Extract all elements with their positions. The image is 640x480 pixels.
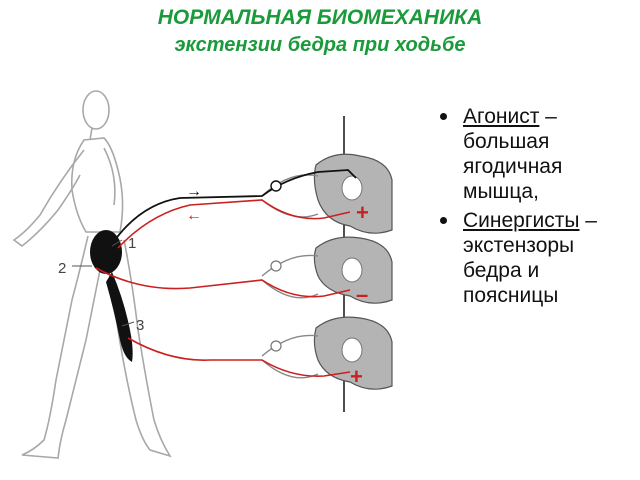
page-subtitle: экстензии бедра при ходьбе <box>174 34 466 56</box>
hamstring-muscle <box>106 272 133 362</box>
bullet-synergists: Синергисты – экстензоры бедра и поясницы <box>436 208 636 308</box>
ganglion-2 <box>270 260 282 272</box>
sign-inhibition: – <box>356 282 368 307</box>
bullet-text: – большая ягодичная мышца, <box>463 105 563 203</box>
bullet-text: – экстензоры бедра и поясницы <box>463 209 597 307</box>
bullet-list: Агонист – большая ягодичная мышца, Синер… <box>436 104 636 312</box>
ganglion-3 <box>270 340 282 352</box>
bullet-agonist: Агонист – большая ягодичная мышца, <box>436 104 636 204</box>
ganglion-1 <box>270 180 282 192</box>
bullet-dot <box>440 217 447 224</box>
afferent-nerve <box>111 169 357 245</box>
arrow-afferent: → <box>186 183 202 200</box>
bullet-term: Синергисты <box>463 209 580 232</box>
page-title: НОРМАЛЬНАЯ БИОМЕХАНИКА <box>157 6 483 29</box>
muscle-label-1: 1 <box>128 235 136 252</box>
sign-excitation-1: + <box>356 200 369 225</box>
bullet-dot <box>440 113 447 120</box>
muscle-label-2: 2 <box>58 260 66 277</box>
bullet-term: Агонист <box>463 105 540 128</box>
sign-excitation-2: + <box>350 364 363 389</box>
efferent-nerves <box>95 199 351 377</box>
human-figure <box>12 90 172 459</box>
arrow-efferent: ← <box>186 207 202 224</box>
muscle-label-3: 3 <box>136 317 144 334</box>
gait-reflex-diagram: → ← 1 2 3 + – + <box>12 90 393 459</box>
